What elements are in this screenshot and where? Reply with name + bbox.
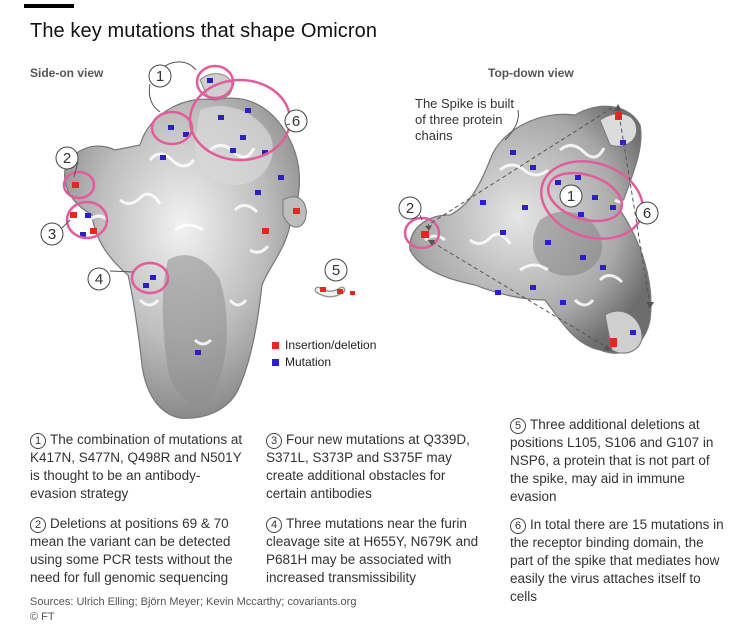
svg-text:3: 3 — [48, 226, 56, 243]
numbered-markers: 1 6 2 3 4 5 2 1 6 — [40, 64, 659, 291]
marker-1-top: 1 — [559, 184, 583, 208]
top-view-spike — [409, 105, 652, 354]
svg-text:4: 4 — [95, 271, 103, 288]
marker-4-side: 4 — [87, 267, 111, 291]
marker-5-side: 5 — [324, 258, 348, 282]
marker-6-top: 6 — [635, 201, 659, 225]
legend-mutation: Mutation — [272, 355, 331, 369]
top-accent-bar — [24, 4, 74, 8]
side-view-spike — [64, 73, 307, 419]
side-view-label: Side-on view — [30, 66, 104, 80]
marker-3-side: 3 — [40, 222, 64, 246]
marker-6-side: 6 — [284, 109, 308, 133]
sources: Sources: Ulrich Elling; Björn Meyer; Kev… — [30, 596, 357, 608]
nsp6-strand — [314, 286, 355, 298]
svg-text:6: 6 — [643, 205, 651, 222]
mutation-swatch — [272, 358, 279, 366]
svg-text:2: 2 — [63, 150, 71, 167]
svg-text:1: 1 — [567, 188, 575, 205]
page-title: The key mutations that shape Omicron — [30, 20, 378, 42]
triangle-arrowheads — [425, 104, 654, 351]
marker-leaders — [61, 123, 423, 273]
svg-text:1: 1 — [156, 68, 164, 85]
marker-2-side: 2 — [55, 146, 79, 170]
deletion-swatch — [272, 341, 279, 349]
side-view-arrows — [148, 61, 197, 113]
chain-triangle — [427, 107, 651, 349]
copyright: © FT — [30, 611, 55, 623]
legend-deletion: Insertion/deletion — [272, 338, 376, 352]
marker-1-side: 1 — [148, 64, 172, 88]
svg-text:2: 2 — [406, 200, 414, 217]
spike-annotation-arrow — [504, 109, 519, 141]
svg-text:6: 6 — [292, 113, 300, 130]
spike-annotation: The Spike is built of three protein chai… — [415, 96, 514, 143]
top-view-label: Top-down view — [488, 66, 574, 80]
svg-text:5: 5 — [332, 262, 340, 279]
marker-2-top: 2 — [398, 196, 422, 220]
